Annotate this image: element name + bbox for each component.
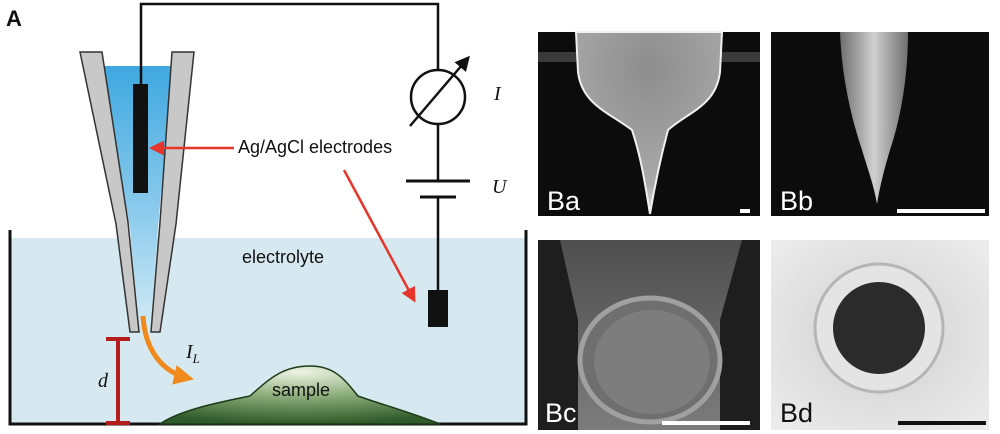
sem-ba-scale-bar (740, 209, 750, 213)
sem-image-bd: Bd (771, 240, 989, 430)
panel-a: A sample electrolyte I U Ag/Ag (6, 2, 528, 426)
sem-image-bc: Bc (538, 240, 760, 430)
sem-bd-label: Bd (780, 398, 813, 428)
sem-image-ba: Ba (538, 31, 760, 216)
ion-current-arrow (140, 315, 194, 385)
sample-shape (157, 365, 441, 425)
sem-bb-label: Bb (780, 186, 813, 216)
sem-image-bb: Bb (771, 32, 989, 216)
current-symbol: I (493, 83, 502, 105)
sem-bb-scale-bar (897, 209, 985, 213)
sem-bd-pore-opening (833, 282, 925, 374)
panel-b: Ba Bb Bc Bd (538, 31, 989, 430)
sample-label: sample (272, 380, 330, 400)
sem-ba-pipette-tip (574, 31, 724, 215)
ion-current-symbol: IL (185, 341, 200, 366)
pipette-wall-right (150, 51, 195, 333)
pipette-electrode (133, 84, 148, 193)
sem-bc-scale-bar (662, 421, 750, 425)
pipette-wall-left (79, 51, 140, 333)
electrolyte-label: electrolyte (242, 247, 324, 267)
sem-ba-label: Ba (547, 186, 581, 216)
distance-indicator: d (98, 337, 130, 425)
ammeter-arrow (409, 55, 470, 127)
electrode-pointer-arrow-2 (342, 169, 416, 303)
panel-a-letter: A (6, 6, 22, 31)
sem-bb-pipette-tip (840, 32, 908, 204)
sem-bd-scale-bar (898, 421, 986, 425)
pipette-electrolyte (102, 66, 172, 332)
sem-bc-tip-opening (594, 310, 710, 414)
sem-bc-label: Bc (545, 398, 577, 428)
electrodes-label: Ag/AgCl electrodes (238, 137, 392, 157)
bath-electrode (428, 290, 448, 327)
circuit-wire-top (139, 2, 440, 84)
distance-symbol: d (98, 370, 109, 392)
voltage-symbol: U (492, 176, 508, 198)
